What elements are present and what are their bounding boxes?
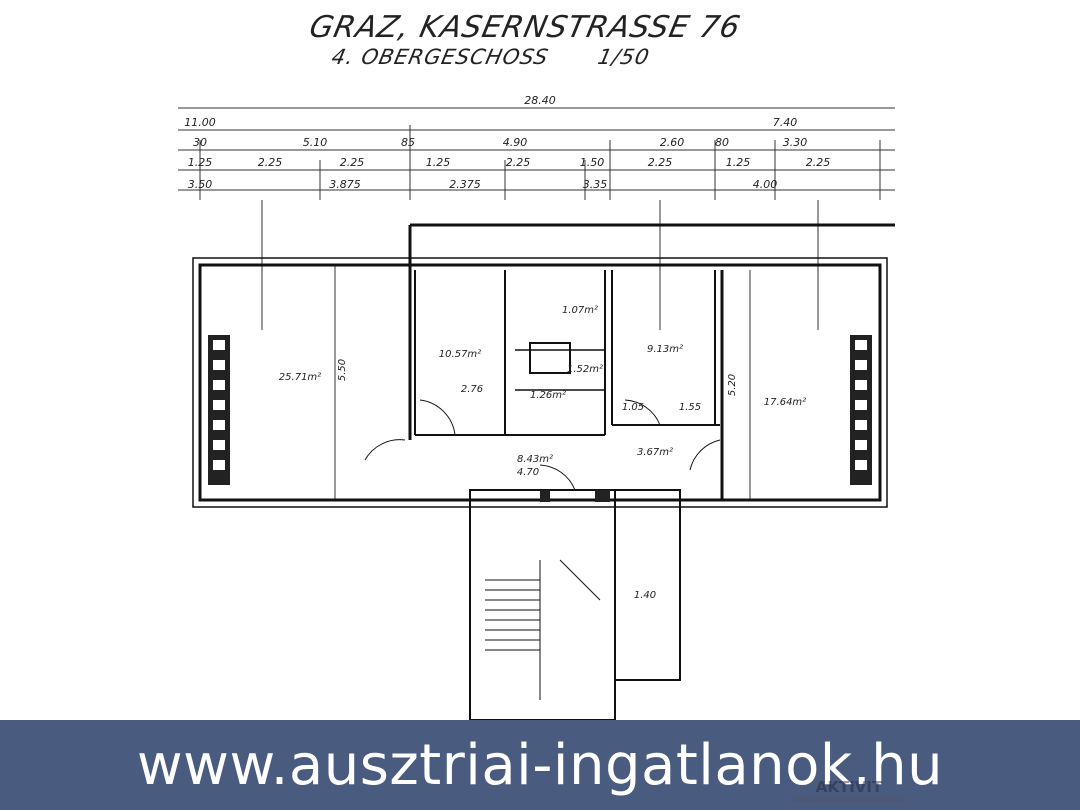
dim-label: 2.76 (461, 384, 483, 395)
dim-label: 1.25 (726, 156, 751, 169)
dim-label: 2.25 (648, 156, 673, 169)
dim-total: 28.40 (524, 94, 556, 107)
room-labels: 25.71m² 10.57m² 1.07m² 1.52m² 1.26m² 9.1… (279, 305, 806, 601)
logo-text: AKTIVIT (815, 778, 883, 796)
logo-bar (793, 797, 905, 802)
dimension-lines (178, 107, 895, 500)
dim-label: 4.00 (753, 178, 778, 191)
dim-label: 3.35 (583, 178, 608, 191)
dim-label: 2.375 (449, 178, 481, 191)
room-area-17-64: 17.64m² (764, 397, 806, 408)
dim-label: 1.25 (426, 156, 451, 169)
dim-label: 85 (401, 136, 415, 149)
dim-label: 3.50 (188, 178, 213, 191)
dim-label: 3.30 (783, 136, 808, 149)
dim-label: 2.25 (506, 156, 531, 169)
website-banner: www.ausztriai-ingatlanok.hu (0, 720, 1080, 810)
website-url[interactable]: www.ausztriai-ingatlanok.hu (136, 732, 944, 798)
room-area-9-13: 9.13m² (647, 344, 683, 355)
room-area-8-43: 8.43m² (517, 454, 553, 465)
dim-label: 2.25 (806, 156, 831, 169)
dim-label: 2.60 (660, 136, 685, 149)
walls (192, 223, 895, 720)
room-area-10-57: 10.57m² (439, 349, 481, 360)
aktivit-logo: AKTIVIT (793, 778, 905, 804)
room-area-1-07: 1.07m² (562, 305, 598, 316)
heaters (208, 335, 872, 502)
dim-label: 4.90 (503, 136, 528, 149)
dim-label: 1.55 (679, 402, 701, 413)
room-area-1-26: 1.26m² (530, 390, 566, 401)
dim-label: 1.40 (634, 590, 656, 601)
dim-label: 1.05 (622, 402, 644, 413)
dim-label: 5.20 (727, 374, 738, 396)
dimension-labels: 28.40 11.00 7.40 30 5.10 85 4.90 2.60 80… (184, 94, 830, 191)
dim-label: 4.70 (517, 467, 539, 478)
dim-label: 80 (715, 136, 729, 149)
dim-label: 2.25 (340, 156, 365, 169)
dim-label: 3.875 (329, 178, 361, 191)
dim-label: 5.10 (303, 136, 328, 149)
dim-label: 1.25 (188, 156, 213, 169)
dim-label: 2.25 (258, 156, 283, 169)
heater-slots (213, 340, 867, 470)
dim-label: 1.50 (580, 156, 605, 169)
dim-label: 11.00 (184, 116, 216, 129)
room-area-25-71: 25.71m² (279, 372, 321, 383)
floor-plan: 28.40 11.00 7.40 30 5.10 85 4.90 2.60 80… (178, 94, 895, 720)
room-area-1-52: 1.52m² (567, 364, 603, 375)
dim-label: 30 (193, 136, 207, 149)
dim-label: 5.50 (337, 359, 348, 381)
room-area-3-67: 3.67m² (637, 447, 673, 458)
dim-label: 7.40 (773, 116, 798, 129)
